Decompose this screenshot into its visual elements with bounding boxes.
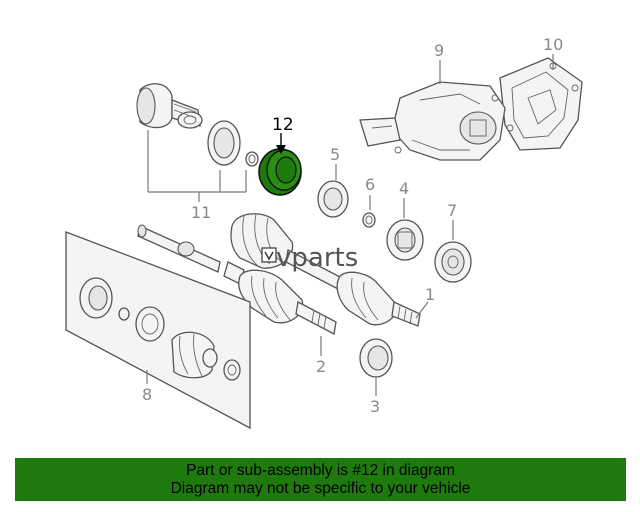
part-2-drive-shaft xyxy=(137,224,337,335)
part-12-oil-seal-highlighted xyxy=(258,148,302,196)
footer-banner: Part or sub-assembly is #12 in diagram D… xyxy=(15,458,626,501)
part-8-boot-kit xyxy=(65,231,251,430)
footer-line-1: Part or sub-assembly is #12 in diagram xyxy=(186,462,455,479)
part-10-differential-cover xyxy=(499,57,583,151)
callout-5: 5 xyxy=(330,145,340,164)
part-11-axle-flange xyxy=(136,83,203,129)
callout-1: 1 xyxy=(425,285,435,304)
footer-line-2: Diagram may not be specific to your vehi… xyxy=(170,480,471,497)
callout-8: 8 xyxy=(142,385,152,404)
part-5-seal xyxy=(317,180,349,218)
part-1-drive-shaft xyxy=(230,213,421,327)
part-4-side-gear xyxy=(386,219,424,261)
part-7-bearing xyxy=(434,241,472,283)
vparts-logo-watermark: vparts xyxy=(261,243,358,273)
part-3-seal xyxy=(359,338,393,378)
svg-text:vparts: vparts xyxy=(276,243,358,273)
callout-9: 9 xyxy=(434,41,444,60)
callout-2: 2 xyxy=(316,357,326,376)
part-6-snap-ring xyxy=(362,212,376,228)
part-11-seal xyxy=(207,120,241,166)
callout-10: 10 xyxy=(543,35,563,54)
part-11-snap-ring xyxy=(245,151,259,167)
callout-3: 3 xyxy=(370,397,380,416)
callout-7: 7 xyxy=(447,201,457,220)
callout-4: 4 xyxy=(399,179,409,198)
callout-12: 12 xyxy=(272,115,294,135)
part-9-differential-carrier xyxy=(359,81,506,161)
callout-6: 6 xyxy=(365,175,375,194)
callout-11: 11 xyxy=(191,203,211,222)
